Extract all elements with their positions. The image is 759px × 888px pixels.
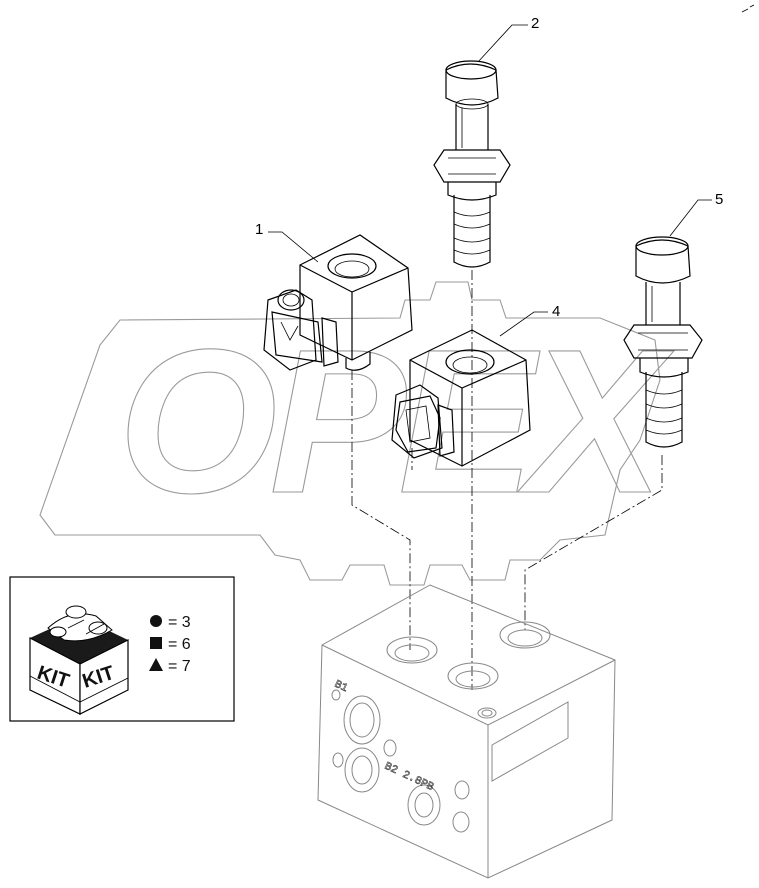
cartridge-valve-2 xyxy=(433,60,511,268)
watermark: OPEX xyxy=(39,281,682,586)
legend-triangle-text: = 7 xyxy=(168,658,191,675)
callouts: 1 2 4 5 xyxy=(255,15,723,337)
cartridge-valve-5 xyxy=(623,236,703,448)
legend-triangle-icon xyxy=(149,658,163,671)
watermark-gear-outline xyxy=(39,281,661,586)
legend-circle-text: = 3 xyxy=(168,614,191,631)
legend-circle-icon xyxy=(150,615,162,627)
kit-legend: KIT KIT = 3 = 6 = 7 xyxy=(9,576,235,722)
callout-4: 4 xyxy=(552,303,560,320)
solenoid-coil-1 xyxy=(263,234,413,371)
kit-box-icon: KIT KIT xyxy=(29,605,129,715)
port-label-b2: B2 2.8PB xyxy=(382,761,435,794)
callout-1: 1 xyxy=(255,221,263,238)
corner-mark xyxy=(741,4,755,13)
valve-manifold-block: B1 B2 2.8PB xyxy=(317,584,616,879)
callout-5: 5 xyxy=(715,191,723,208)
port-label-b1: B1 xyxy=(332,679,349,696)
solenoid-coil-4 xyxy=(391,329,531,467)
legend-square-icon xyxy=(150,637,162,649)
legend-square-text: = 6 xyxy=(168,636,191,653)
watermark-text: OPEX xyxy=(118,307,674,536)
kit-legend-items: = 3 = 6 = 7 xyxy=(149,614,191,675)
callout-2: 2 xyxy=(531,15,539,32)
